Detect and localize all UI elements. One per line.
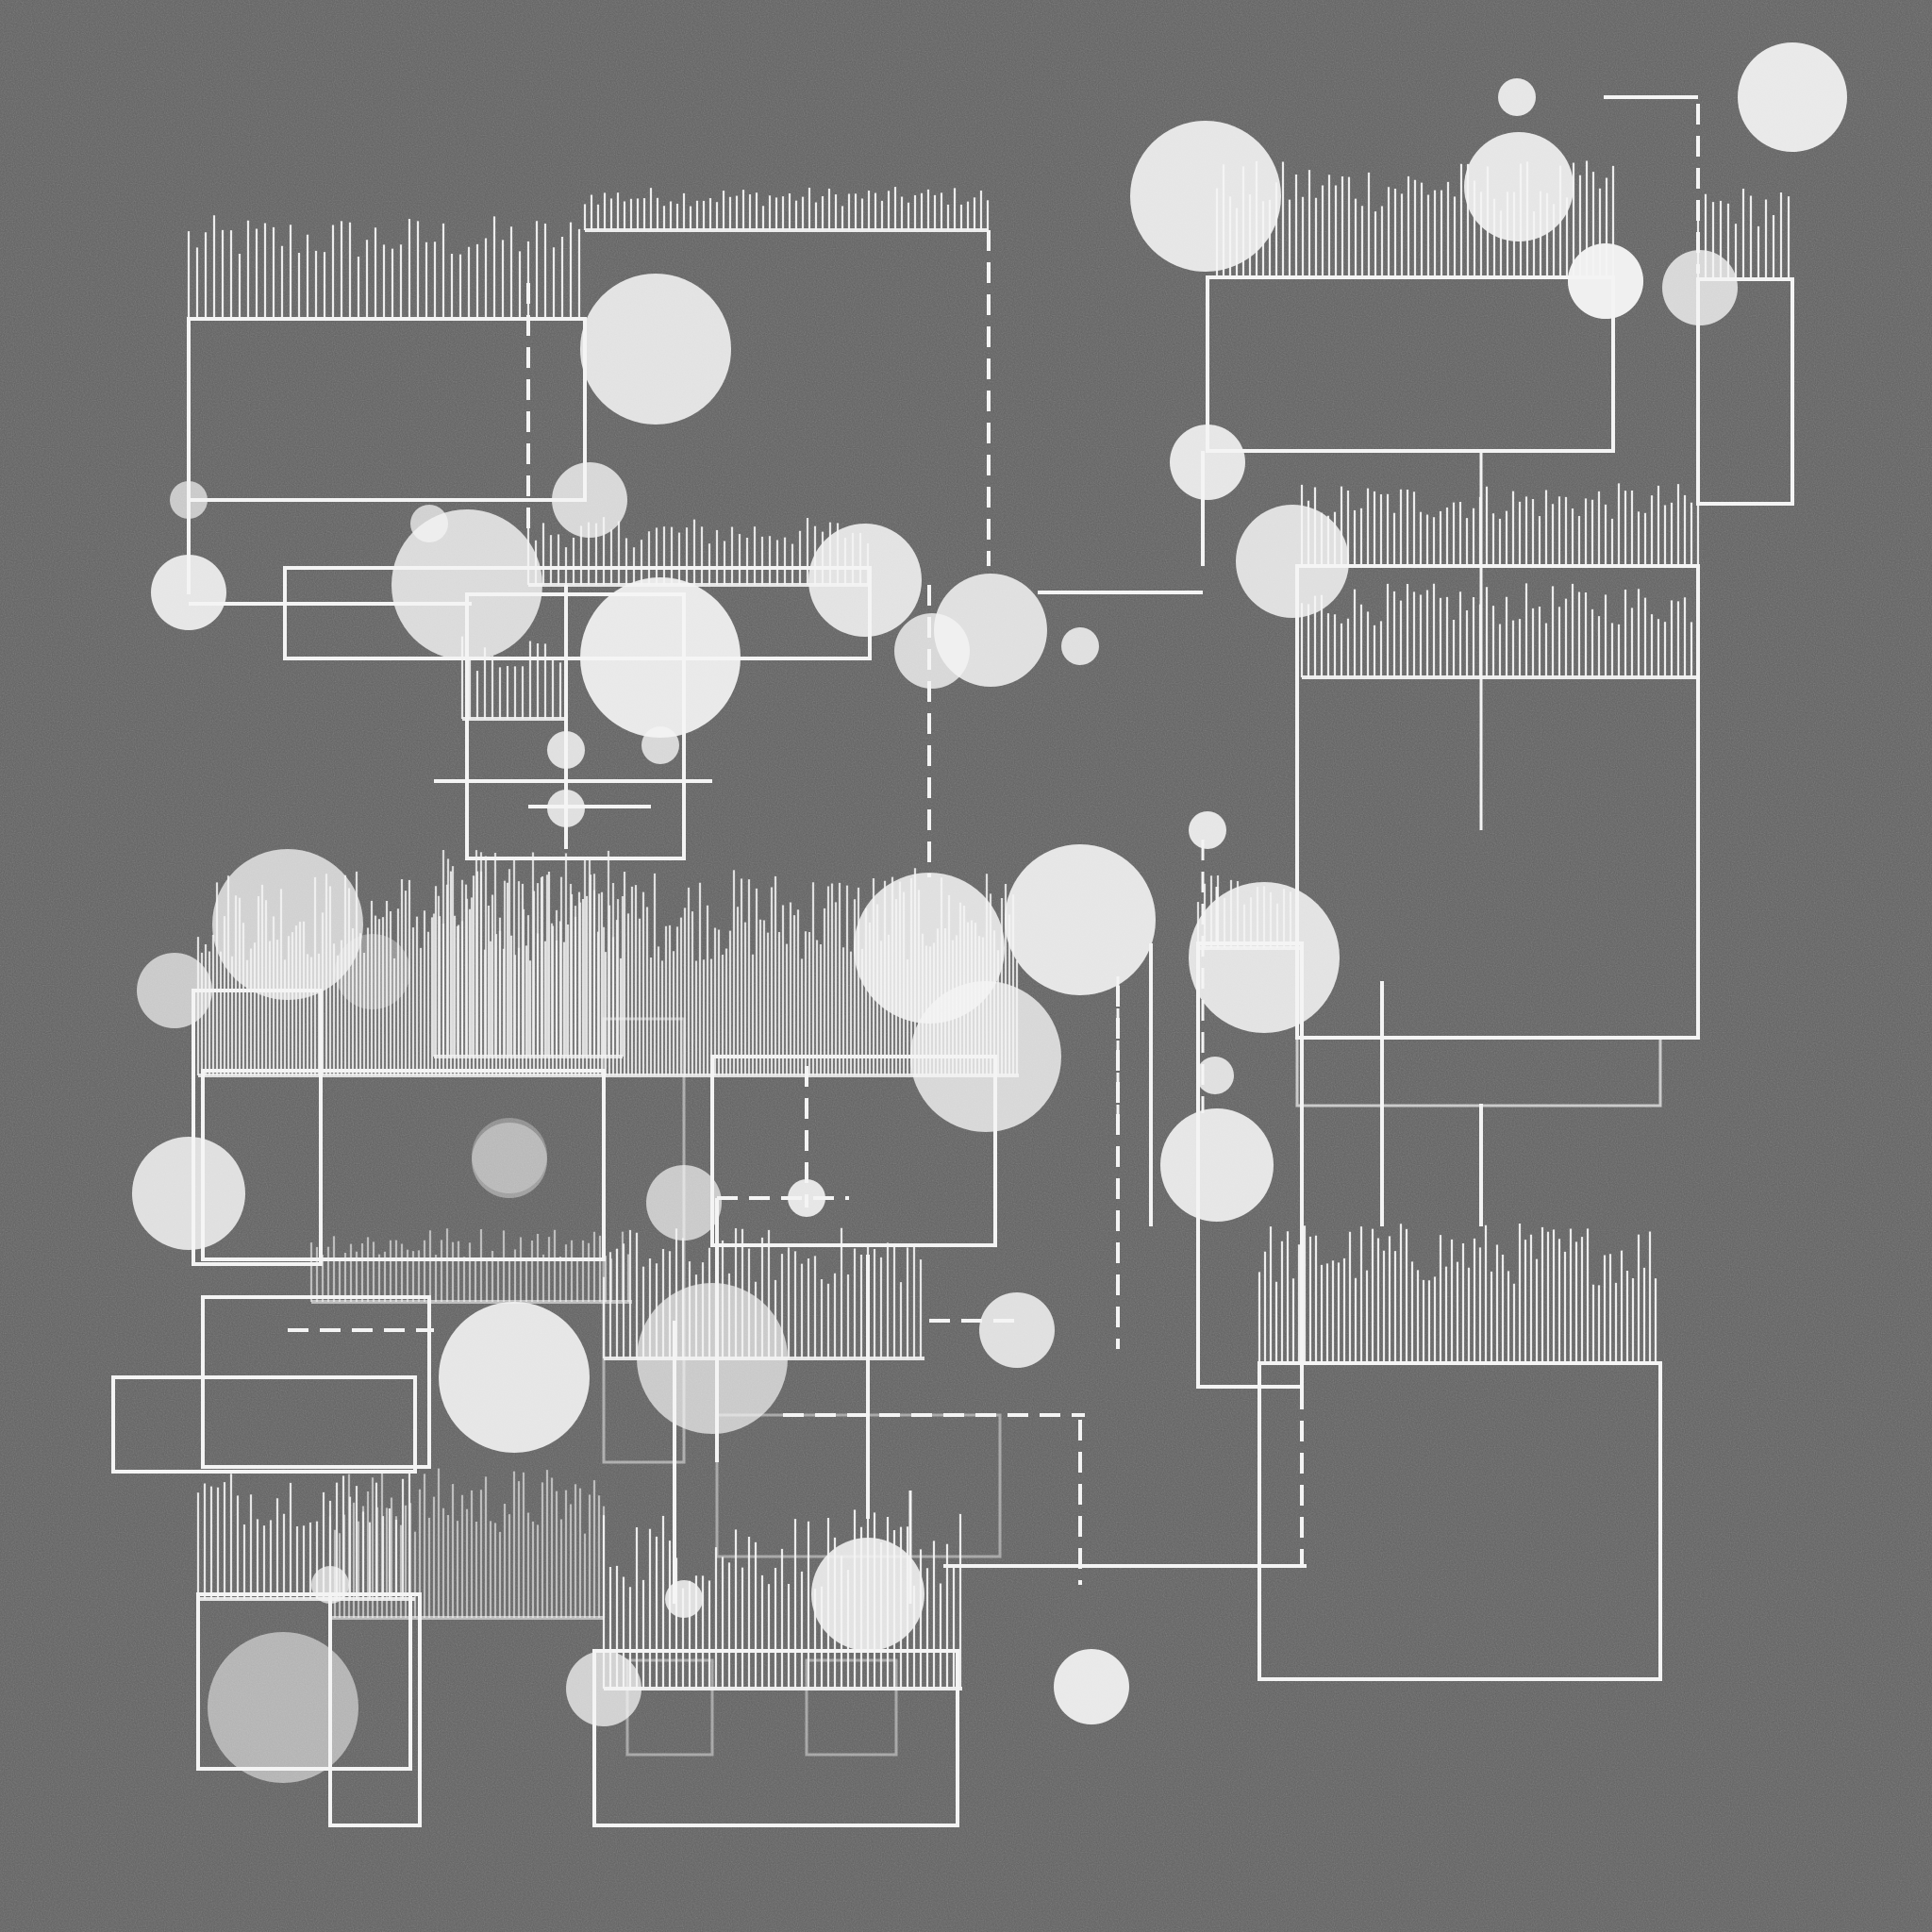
translucent-circle <box>547 790 585 827</box>
translucent-circle <box>208 1632 358 1783</box>
outline-rect <box>1206 275 1615 453</box>
translucent-circle <box>665 1580 703 1618</box>
outline-rect <box>805 1658 898 1757</box>
translucent-circle <box>1130 121 1281 272</box>
translucent-circle <box>472 1118 547 1193</box>
translucent-circle <box>151 555 226 630</box>
translucent-circle <box>439 1302 590 1453</box>
translucent-circle <box>641 726 679 764</box>
outline-rect <box>710 1055 997 1247</box>
translucent-circle <box>1054 1649 1129 1724</box>
translucent-circle <box>547 731 585 769</box>
translucent-circle <box>137 953 212 1028</box>
outline-rect <box>592 1649 959 1827</box>
translucent-circle <box>580 274 731 425</box>
translucent-circle <box>1189 811 1226 849</box>
translucent-circle <box>1662 250 1738 325</box>
translucent-circle <box>472 1123 547 1198</box>
outline-rect <box>1257 1361 1662 1681</box>
translucent-circle <box>1236 505 1349 618</box>
translucent-circle <box>910 981 1061 1132</box>
outline-rect <box>1696 277 1794 506</box>
translucent-circle <box>311 1566 349 1604</box>
translucent-circle <box>788 1179 825 1217</box>
translucent-circle <box>132 1137 245 1250</box>
translucent-circle <box>1498 78 1536 116</box>
translucent-circles <box>132 42 1847 1783</box>
translucent-circle <box>170 481 208 519</box>
translucent-circle <box>811 1538 924 1651</box>
outline-rect <box>201 1295 431 1469</box>
translucent-circle <box>1464 132 1574 242</box>
translucent-circle <box>808 524 922 637</box>
outline-rect <box>1295 1036 1662 1108</box>
translucent-circle <box>212 849 363 1000</box>
translucent-circle <box>410 505 448 542</box>
translucent-circle <box>646 1165 722 1241</box>
translucent-circle <box>1568 243 1643 319</box>
translucent-circle <box>637 1283 788 1434</box>
translucent-circle <box>1170 425 1245 500</box>
translucent-circle <box>580 577 741 738</box>
translucent-circle <box>1738 42 1847 152</box>
translucent-circle <box>979 1292 1055 1368</box>
outline-rect <box>111 1375 417 1474</box>
translucent-circle <box>1160 1108 1274 1222</box>
translucent-circle <box>552 462 627 538</box>
translucent-circle <box>1005 844 1156 995</box>
translucent-circle <box>566 1651 641 1726</box>
translucent-circle <box>894 613 970 689</box>
translucent-circle <box>391 509 542 660</box>
translucent-circle <box>1061 627 1099 665</box>
translucent-circle <box>335 934 410 1009</box>
translucent-circle <box>1189 882 1340 1033</box>
outline-rect <box>187 317 587 502</box>
translucent-circle <box>1196 1057 1234 1094</box>
